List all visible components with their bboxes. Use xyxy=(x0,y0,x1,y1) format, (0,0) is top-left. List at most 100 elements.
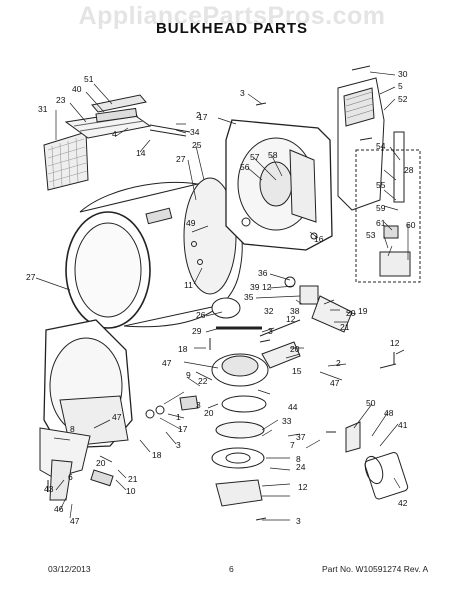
callout-number: 20 xyxy=(204,408,214,418)
callout-number: 37 xyxy=(296,432,306,442)
callout-number: 51 xyxy=(84,74,94,84)
callout-number: 12 xyxy=(298,482,308,492)
callout-number: 10 xyxy=(126,486,136,496)
callout-number: 18 xyxy=(152,450,162,460)
callout-number: 12 xyxy=(262,282,272,292)
callout-number: 43 xyxy=(44,484,54,494)
callout-number: 59 xyxy=(376,203,386,213)
callout-number: 28 xyxy=(404,165,414,175)
footer-page-number: 6 xyxy=(229,564,234,574)
callout-number: 11 xyxy=(184,280,193,290)
callout-number: 3 xyxy=(296,516,301,526)
callout-number: 36 xyxy=(258,268,268,278)
callout-number: 22 xyxy=(198,376,208,386)
callout-number: 21 xyxy=(340,322,350,332)
callout-number: 34 xyxy=(190,127,200,137)
callout-number: 50 xyxy=(366,398,376,408)
front-bulkhead xyxy=(43,319,133,449)
callout-number: 39 xyxy=(250,282,260,292)
callout-number: 47 xyxy=(330,378,340,388)
callout-number: 58 xyxy=(268,150,278,160)
footer-date: 03/12/2013 xyxy=(48,564,91,574)
callout-number: 8 xyxy=(70,424,75,434)
callout-number: 20 xyxy=(96,458,106,468)
callout-number: 61 xyxy=(376,218,386,228)
lint-screen xyxy=(43,131,89,191)
heater-duct xyxy=(337,65,385,211)
leader-lines xyxy=(35,71,409,521)
callout-number: 29 xyxy=(192,326,202,336)
callout-number: 53 xyxy=(366,230,376,240)
callout-number: 16 xyxy=(314,234,324,244)
callout-number: 45 xyxy=(0,0,10,2)
callout-number: 55 xyxy=(376,180,386,190)
diagram-title: BULKHEAD PARTS xyxy=(155,20,309,37)
motor-assembly xyxy=(211,276,353,337)
callout-number: 26 xyxy=(196,310,206,320)
callout-number: 27 xyxy=(26,272,36,282)
callout-number: 21 xyxy=(128,474,138,484)
screws xyxy=(47,102,397,521)
callout-number: 48 xyxy=(384,408,394,418)
exhaust-assembly xyxy=(345,421,409,500)
callout-number: 1 xyxy=(176,412,181,422)
callout-number: 5 xyxy=(398,81,403,91)
rear-bulkhead xyxy=(225,119,333,251)
callout-number: 47 xyxy=(112,412,122,422)
callout-number: 44 xyxy=(288,402,298,412)
callout-number: 56 xyxy=(240,162,250,172)
callout-number: 2 xyxy=(196,110,201,120)
callout-number: 32 xyxy=(264,306,274,316)
thermostat-box xyxy=(355,131,421,283)
callout-number: 60 xyxy=(406,220,416,230)
callout-number: 19 xyxy=(358,306,368,316)
blower-housing xyxy=(145,341,301,507)
callout-number: 31 xyxy=(38,104,48,114)
callout-number: 8 xyxy=(296,454,301,464)
callout-number: 14 xyxy=(136,148,146,158)
callout-number: 33 xyxy=(282,416,292,426)
lint-duct xyxy=(39,427,114,501)
callout-number: 18 xyxy=(178,344,188,354)
callout-number: 2 xyxy=(336,358,341,368)
callout-number: 9 xyxy=(186,370,191,380)
callout-number: 52 xyxy=(398,94,408,104)
callout-number: 4 xyxy=(112,129,117,139)
callout-number: 42 xyxy=(398,498,408,508)
callout-number: 3 xyxy=(240,88,245,98)
bracket-assembly xyxy=(64,94,191,139)
callout-number: 35 xyxy=(244,292,254,302)
callout-number: 15 xyxy=(292,366,302,376)
callout-number: 47 xyxy=(162,358,172,368)
watermark: AppliancePartsPros.com xyxy=(78,2,386,30)
callout-number: 25 xyxy=(192,140,202,150)
callout-number: 3 xyxy=(0,0,5,2)
callout-number: 17 xyxy=(178,424,188,434)
callout-number: 46 xyxy=(54,504,64,514)
callout-number: 54 xyxy=(376,141,386,151)
callout-number: 30 xyxy=(398,69,408,79)
callout-number: 6 xyxy=(68,472,73,482)
callout-number: 24 xyxy=(296,462,306,472)
callout-number: 7 xyxy=(290,440,295,450)
callout-number: 40 xyxy=(72,84,82,94)
callout-number: 12 xyxy=(286,314,296,324)
callout-number: 17 xyxy=(198,112,208,122)
callout-number: 23 xyxy=(56,95,66,105)
callout-number: 41 xyxy=(398,420,408,430)
callout-number: 38 xyxy=(290,306,300,316)
callout-number: 12 xyxy=(390,338,400,348)
callout-number: 20 xyxy=(346,308,356,318)
callout-number: 27 xyxy=(176,154,186,164)
callout-number: 3 xyxy=(268,326,273,336)
callout-number: 3 xyxy=(196,400,201,410)
callout-number: 20 xyxy=(290,344,300,354)
footer-part-number: Part No. W10591274 Rev. A xyxy=(322,564,429,574)
callout-number: 47 xyxy=(70,516,80,526)
callout-number: 57 xyxy=(250,152,260,162)
callout-number: 49 xyxy=(186,218,196,228)
callout-number: 13 xyxy=(0,0,10,2)
